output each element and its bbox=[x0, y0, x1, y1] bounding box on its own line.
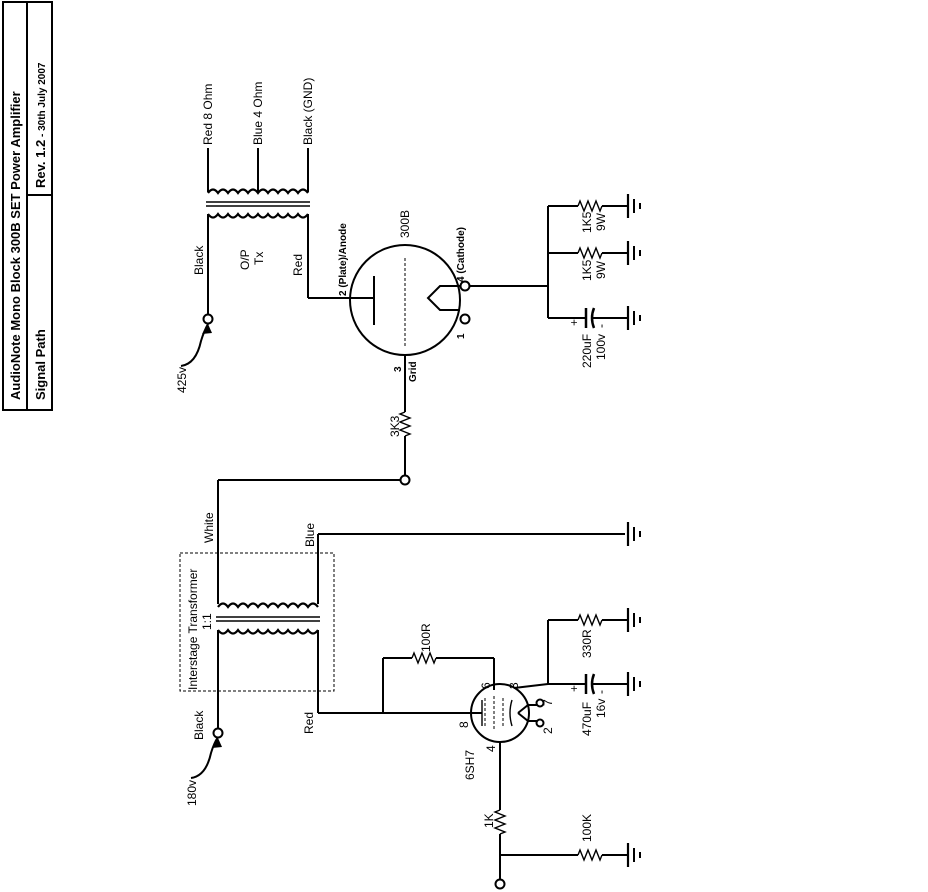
interstage-ratio: 1:1 bbox=[200, 613, 214, 630]
title-text: AudioNote Mono Block 300B SET Power Ampl… bbox=[8, 91, 23, 400]
ground-symbols bbox=[626, 194, 641, 867]
driver-cap-minus: - bbox=[594, 690, 608, 694]
output-transformer: Red 8 Ohm Blue 4 Ohm Black (GND) Black O… bbox=[175, 78, 355, 393]
cathode-cap-minus: - bbox=[594, 324, 608, 328]
pin-4-label: 4 bbox=[484, 745, 498, 752]
cathode-r2-value: 1K5 bbox=[580, 259, 594, 281]
plate-pin-label: 2 (Plate)/Anode bbox=[338, 223, 349, 296]
ot-primary-bottom-label: Red bbox=[291, 254, 305, 276]
grid-resistor-label: 3K3 bbox=[388, 415, 402, 437]
pin-1-label: 1 bbox=[456, 333, 467, 339]
interstage-supply-label: 180v bbox=[185, 780, 199, 806]
title-block: AudioNote Mono Block 300B SET Power Ampl… bbox=[2, 1, 53, 411]
driver-cap-rating: 16v bbox=[594, 699, 608, 718]
cathode-cap-rating: 100v bbox=[594, 334, 608, 360]
driver-tube-6sh7: 6 3 8 7 2 4 6SH7 100R bbox=[382, 623, 555, 810]
ot-name-label-2: Tx bbox=[252, 252, 266, 265]
pin-8-label: 8 bbox=[457, 721, 471, 728]
cathode-pin-label: 4 (Cathode) bbox=[456, 227, 467, 282]
pin-3-label: 3 bbox=[393, 366, 404, 372]
driver-cathode-network: 330R + 470uF 16v - bbox=[547, 613, 628, 736]
input-resistor-label: 100K bbox=[580, 814, 594, 842]
grid-label: Grid bbox=[408, 361, 419, 382]
ground-icon bbox=[626, 194, 641, 218]
interstage-blue-label: Blue bbox=[303, 523, 317, 547]
interstage-transformer: Interstage Transformer 1:1 White Blue Bl… bbox=[179, 480, 625, 806]
output-tube-300b: 300B 2 (Plate)/Anode 4 (Cathode) 1 3 Gri… bbox=[338, 210, 548, 412]
output-cathode-network: 1K5 9W 1K5 9W + 220uF 100v - bbox=[547, 199, 628, 368]
interstage-name: Interstage Transformer bbox=[186, 569, 200, 690]
pin-2-label: 2 bbox=[541, 727, 555, 734]
ground-icon bbox=[626, 306, 641, 330]
pin-3-label: 3 bbox=[507, 682, 521, 689]
cathode-cap-value: 220uF bbox=[580, 334, 594, 368]
driver-cap-plus: + bbox=[567, 685, 581, 692]
cathode-r2-rating: 9W bbox=[594, 260, 608, 279]
interstage-red-label: Red bbox=[302, 712, 316, 734]
ot-name-label: O/P bbox=[238, 249, 252, 270]
tube-6sh7-label: 6SH7 bbox=[463, 750, 477, 780]
cathode-r1-rating: 9W bbox=[594, 212, 608, 231]
feedback-resistor-label: 100R bbox=[419, 623, 433, 652]
ot-primary-top-label: Black bbox=[192, 245, 206, 275]
input-network: 1K 100K bbox=[482, 809, 628, 890]
tube-300b-label: 300B bbox=[398, 210, 412, 238]
cathode-r1-value: 1K5 bbox=[580, 211, 594, 233]
ground-icon bbox=[626, 522, 641, 546]
subtitle-text: Signal Path bbox=[33, 329, 48, 400]
ground-icon bbox=[626, 241, 641, 265]
ground-icon bbox=[626, 608, 641, 632]
ground-icon bbox=[626, 672, 641, 696]
interstage-white-label: White bbox=[202, 512, 216, 543]
pin4-resistor-label: 1K bbox=[482, 813, 496, 828]
ground-icon bbox=[626, 843, 641, 867]
interstage-black-label: Black bbox=[192, 710, 206, 740]
tap-8-ohm-label: Red 8 Ohm bbox=[201, 84, 215, 145]
pin-6-label: 6 bbox=[479, 682, 493, 689]
pin-7-label: 7 bbox=[541, 699, 555, 706]
revision-text: Rev. 1.2 - 30th July 2007 bbox=[33, 62, 48, 188]
ot-supply-label: 425v bbox=[175, 367, 189, 393]
cathode-cap-plus: + bbox=[567, 319, 581, 326]
driver-cap-value: 470uF bbox=[580, 702, 594, 736]
grid-resistor-3k3: 3K3 bbox=[218, 411, 412, 486]
driver-cathode-r-label: 330R bbox=[580, 629, 594, 658]
tap-4-ohm-label: Blue 4 Ohm bbox=[251, 82, 265, 145]
tap-gnd-label: Black (GND) bbox=[301, 78, 315, 145]
